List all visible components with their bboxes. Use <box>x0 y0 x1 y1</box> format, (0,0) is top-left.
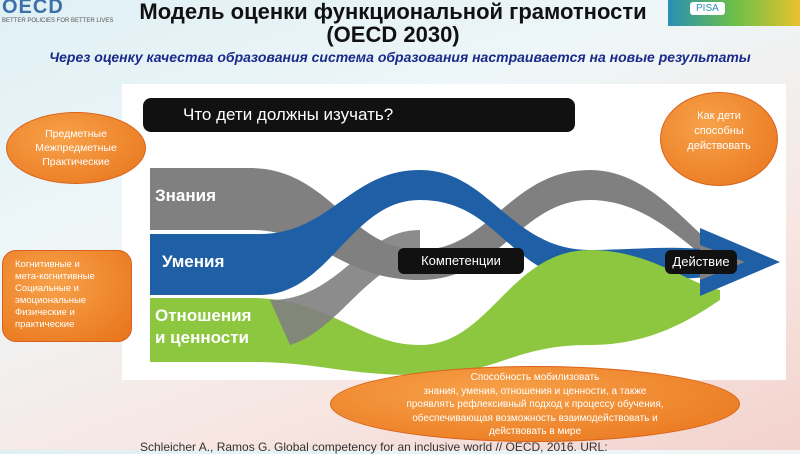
bubble-line: эмоциональные <box>15 295 87 306</box>
label-attitudes-line1: Отношения <box>155 306 252 325</box>
competencies-label: Компетенции <box>398 248 524 274</box>
oecd-logo-text: OECD <box>2 0 64 18</box>
oecd-logo-tagline: BETTER POLICIES FOR BETTER LIVES <box>2 18 114 24</box>
label-skills: Умения <box>162 252 225 271</box>
bubble-line: Когнитивные и <box>15 259 80 270</box>
bubble-line: действовать в мире <box>488 426 582 437</box>
bubble-definition: Способность мобилизовать знания, умения, … <box>330 366 740 442</box>
oecd-logo: OECD BETTER POLICIES FOR BETTER LIVES <box>0 0 118 30</box>
pisa-logo: PISA <box>668 0 800 26</box>
bubble-line: Практические <box>42 156 110 168</box>
bubble-line: мета-когнитивные <box>15 271 95 282</box>
bubble-line: Межпредметные <box>35 142 117 154</box>
slide-title: Модель оценки функциональной грамотности… <box>139 0 647 47</box>
label-attitudes: Отношения и ценности <box>155 305 251 349</box>
citation: Schleicher A., Ramos G. Global competenc… <box>140 440 608 454</box>
bubble-line: способны <box>694 125 744 137</box>
label-knowledge: Знания <box>155 186 217 205</box>
band-knowledge <box>150 168 720 280</box>
label-attitudes-line2: и ценности <box>155 328 250 347</box>
bubble-line: проявлять рефлексивный подход к процессу… <box>406 399 664 410</box>
bubble-line: действовать <box>687 140 751 152</box>
question-banner: Что дети должны изучать? <box>143 98 575 132</box>
bubble-line: Способность мобилизовать <box>470 372 600 383</box>
bubble-line: Физические и <box>15 307 75 318</box>
action-label: Действие <box>665 250 737 274</box>
bubble-line: Как дети <box>697 110 741 122</box>
pisa-logo-text: PISA <box>690 2 725 15</box>
bubble-line: Социальные и <box>15 283 79 294</box>
band-knowledge-over <box>270 230 420 345</box>
bubble-line: Предметные <box>45 128 107 140</box>
bubble-line: знания, умения, отношения и ценности, а … <box>423 385 647 397</box>
bubble-line: обеспечивающая возможность взаимодейство… <box>412 412 658 424</box>
bubble-line: практические <box>15 319 75 330</box>
slide-subtitle: Через оценку качества образования систем… <box>49 49 751 65</box>
bubble-action: Как дети способны действовать <box>660 92 778 186</box>
